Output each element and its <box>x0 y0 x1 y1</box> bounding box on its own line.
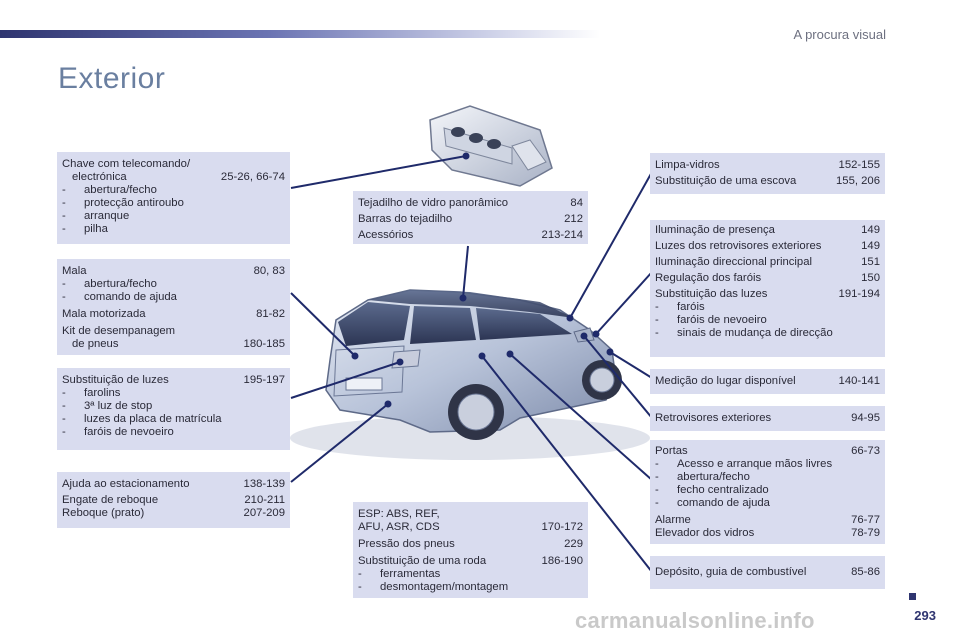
list-item: -faróis <box>655 301 705 313</box>
list-item: -farolins <box>62 387 121 399</box>
chave-title-1: Chave com telecomando/ <box>62 158 191 170</box>
mala-motorizada-label: Mala motorizada <box>62 308 146 320</box>
list-item: -faróis de nevoeiro <box>655 314 767 326</box>
list-item: -comando de ajuda <box>655 497 770 509</box>
deposito-label: Depósito, guia de combustível <box>655 566 807 578</box>
list-item: -sinais de mudança de direcção <box>655 327 833 339</box>
key-fob-icon <box>429 105 553 187</box>
page-number: 293 <box>914 608 936 623</box>
esp-label-2: AFU, ASR, CDS <box>358 521 440 533</box>
list-item: -abertura/fecho <box>655 471 750 483</box>
section-title: A procura visual <box>793 27 887 42</box>
retrovisores-label: Retrovisores exteriores <box>655 412 772 424</box>
elevador-label: Elevador dos vidros <box>655 527 755 539</box>
pressao-label: Pressão dos pneus <box>358 538 455 550</box>
portas-label: Portas <box>655 445 688 457</box>
list-item: -ferramentas <box>358 568 441 580</box>
page-title: Exterior <box>58 62 166 95</box>
kit-label-2: de pneus <box>72 338 119 350</box>
esp-label-1: ESP: ABS, REF, <box>358 508 440 520</box>
kit-label-1: Kit de desempanagem <box>62 325 176 337</box>
watermark: carmanualsonline.info <box>575 608 815 633</box>
car-body <box>290 289 650 460</box>
leader-lines <box>290 155 653 573</box>
medicao-label: Medição do lugar disponível <box>655 375 796 387</box>
luzes-label: Substituição de luzes <box>62 374 169 386</box>
list-item: -3ª luz de stop <box>62 400 153 412</box>
list-item: -abertura/fecho <box>62 278 157 290</box>
alarme-label: Alarme <box>655 514 691 526</box>
leader-dots <box>351 152 614 408</box>
list-item: -desmontagem/montagem <box>358 581 509 593</box>
list-item: -protecção antiroubo <box>62 197 184 209</box>
list-item: -comando de ajuda <box>62 291 177 303</box>
chave-title-2: electrónica <box>72 171 127 183</box>
list-item: -fecho centralizado <box>655 484 769 496</box>
header-gradient-bar <box>0 30 600 38</box>
mala-label: Mala <box>62 265 87 277</box>
table-row: Reboque (prato)207-209 <box>62 507 285 519</box>
list-item: -abertura/fecho <box>62 184 157 196</box>
box-chave: Chave com telecomando/ electrónica 25-26,… <box>57 152 290 244</box>
chave-pages: 25-26, 66-74 <box>220 171 285 183</box>
list-item: -faróis de nevoeiro <box>62 426 174 438</box>
list-item: -pilha <box>62 223 108 235</box>
roda-label: Substituição de uma roda <box>358 555 487 567</box>
page-marker-icon <box>909 593 916 600</box>
list-item: -luzes da placa de matrícula <box>62 413 222 425</box>
list-item: -arranque <box>62 210 130 222</box>
list-item: -Acesso e arranque mãos livres <box>655 458 833 470</box>
